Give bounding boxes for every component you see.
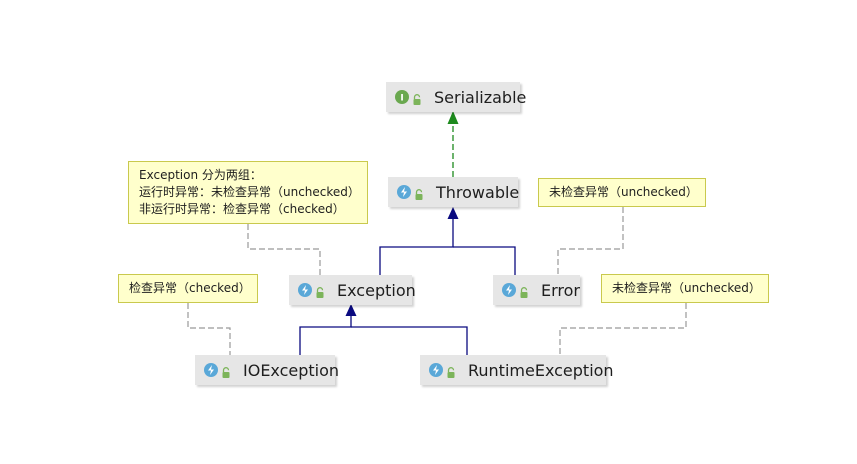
node-throwable[interactable]: Throwable xyxy=(388,177,520,207)
note-line: 未检查异常（unchecked） xyxy=(612,281,761,295)
note-line: 检查异常（checked） xyxy=(129,281,251,295)
node-ioexception[interactable]: IOException xyxy=(195,355,339,385)
class-icon xyxy=(298,283,312,297)
node-label: IOException xyxy=(243,360,340,380)
node-runtimeexception[interactable]: RuntimeException xyxy=(420,355,614,385)
arrowhead-implements xyxy=(447,111,459,124)
arrowhead-exception xyxy=(345,304,357,316)
class-icon xyxy=(397,185,411,199)
edge-ioexception-extends-exception xyxy=(299,316,352,355)
svg-text:I: I xyxy=(400,94,403,104)
interface-icon: I xyxy=(395,90,409,104)
edge-runtimeexception-extends-exception xyxy=(351,326,468,355)
node-error[interactable]: Error xyxy=(493,275,580,305)
note-runtime-unchecked: 未检查异常（unchecked） xyxy=(601,274,769,303)
arrowhead-throwable xyxy=(447,207,459,219)
node-exception[interactable]: Exception xyxy=(289,275,416,305)
note-link-runtimeexception xyxy=(559,303,687,355)
lock-icon xyxy=(221,364,231,378)
lock-icon xyxy=(414,186,424,200)
note-link-ioexception xyxy=(187,303,231,355)
node-serializable[interactable]: I Serializable xyxy=(386,82,526,112)
edge-exception-extends-throwable xyxy=(379,219,454,275)
note-error-unchecked: 未检查异常（unchecked） xyxy=(538,178,706,207)
note-line: 运行时异常：未检查异常（unchecked） xyxy=(139,185,360,199)
lock-icon xyxy=(315,284,325,298)
node-label: Error xyxy=(541,280,580,300)
class-icon xyxy=(204,363,218,377)
node-label: Throwable xyxy=(436,182,520,202)
edge-error-extends-throwable xyxy=(453,246,516,275)
note-exception-groups: Exception 分为两组： 运行时异常：未检查异常（unchecked） 非… xyxy=(128,161,368,224)
node-label: RuntimeException xyxy=(468,360,614,380)
lock-icon xyxy=(446,364,456,378)
note-line: 非运行时异常：检查异常（checked） xyxy=(139,202,345,216)
note-line: Exception 分为两组： xyxy=(139,168,262,182)
lock-icon xyxy=(519,284,529,298)
node-label: Exception xyxy=(337,280,416,300)
note-link-error xyxy=(557,207,624,275)
lock-icon xyxy=(412,91,422,105)
node-label: Serializable xyxy=(434,87,527,107)
note-ioexception-checked: 检查异常（checked） xyxy=(118,274,258,303)
class-icon xyxy=(429,363,443,377)
note-line: 未检查异常（unchecked） xyxy=(549,185,698,199)
note-link-exception xyxy=(247,224,321,275)
class-icon xyxy=(502,283,516,297)
